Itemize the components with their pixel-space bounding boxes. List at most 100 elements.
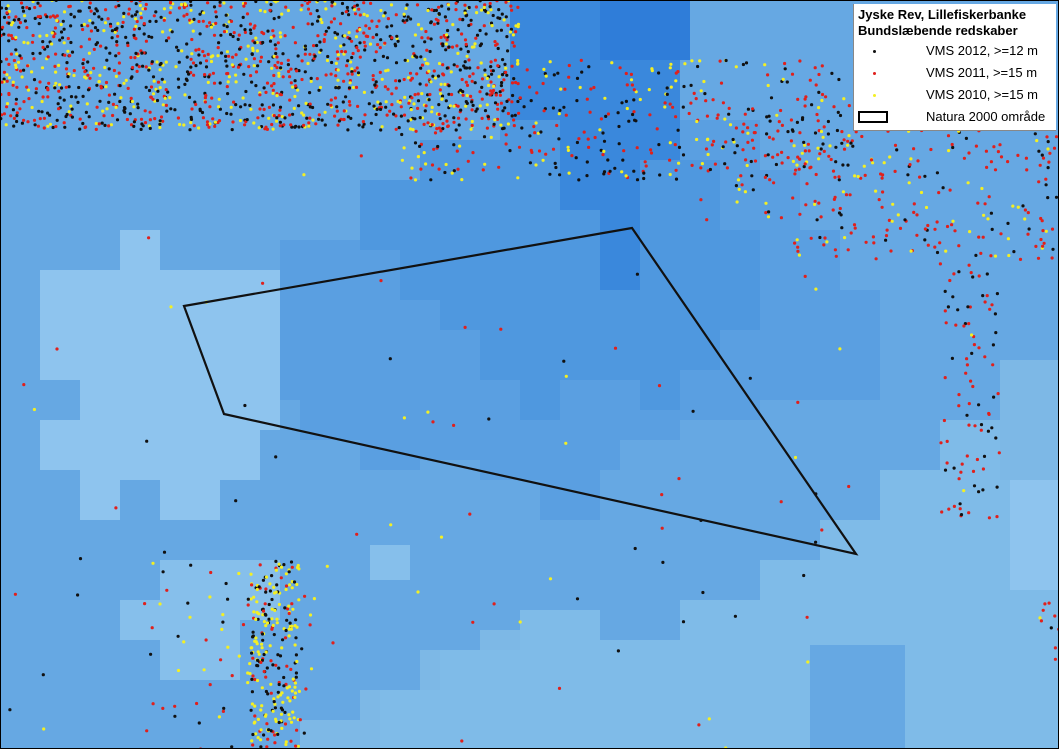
vms-point <box>105 58 109 62</box>
vms-point <box>289 67 293 71</box>
vms-point <box>632 98 636 102</box>
vms-point <box>502 126 506 130</box>
vms-point <box>734 65 738 69</box>
vms-point <box>249 74 253 78</box>
vms-point <box>943 468 948 472</box>
vms-point <box>957 393 961 397</box>
natura-2000-boundary[interactable] <box>182 226 859 556</box>
vms-point <box>253 714 257 718</box>
vms-point <box>346 115 350 119</box>
vms-point <box>67 110 71 114</box>
vms-point <box>330 0 334 4</box>
vms-point <box>443 114 447 118</box>
vms-point <box>817 106 821 110</box>
vms-point <box>734 184 739 188</box>
vms-point <box>482 135 487 139</box>
vms-point <box>830 71 834 75</box>
vms-point <box>793 241 797 245</box>
vms-point <box>297 125 301 129</box>
vms-point <box>38 34 42 38</box>
vms-point <box>819 147 823 151</box>
vms-point <box>120 25 124 29</box>
vms-point <box>987 195 991 199</box>
vms-point <box>496 16 500 20</box>
vms-point <box>259 708 263 712</box>
vms-point <box>860 134 864 139</box>
vms-point <box>279 66 283 70</box>
vms-point <box>46 86 50 90</box>
vms-point <box>238 47 242 51</box>
vms-point <box>211 71 215 75</box>
vms-point <box>198 107 202 111</box>
vms-point <box>32 407 37 412</box>
vms-point <box>273 63 277 68</box>
vms-point <box>236 37 240 42</box>
vms-point <box>70 107 74 111</box>
vms-point <box>809 236 813 240</box>
vms-point <box>846 139 850 143</box>
vms-point <box>488 1 492 6</box>
vms-point <box>772 181 776 185</box>
vms-point <box>362 90 366 94</box>
vms-point <box>606 158 610 162</box>
vms-point <box>38 51 42 55</box>
vms-point <box>307 124 311 128</box>
vms-point <box>182 123 186 127</box>
vms-point <box>273 741 277 745</box>
vms-point <box>500 81 504 85</box>
vms-point <box>433 131 438 135</box>
vms-point <box>274 590 278 594</box>
vms-point <box>348 81 352 85</box>
vms-point <box>132 105 136 109</box>
vms-point <box>385 113 389 117</box>
vms-point <box>294 653 298 657</box>
vms-point <box>53 32 57 36</box>
vms-point <box>707 717 711 721</box>
vms-point <box>311 118 315 122</box>
vms-point <box>248 103 252 107</box>
vms-point <box>129 55 133 60</box>
vms-point <box>566 145 570 149</box>
vms-point <box>254 70 259 74</box>
vms-point <box>469 127 473 131</box>
vms-point <box>493 118 497 122</box>
vms-point <box>413 117 417 121</box>
vms-point <box>226 597 230 601</box>
vms-point <box>1046 196 1050 200</box>
vms-point <box>168 96 172 100</box>
vms-point <box>250 702 254 706</box>
vms-point <box>542 109 546 113</box>
vms-point <box>38 14 42 19</box>
vms-point <box>115 118 120 122</box>
vms-point <box>461 17 465 22</box>
vms-point <box>695 119 699 124</box>
vms-point <box>497 8 501 12</box>
vms-point <box>286 63 290 67</box>
vms-point <box>415 55 419 59</box>
vms-point <box>22 118 26 122</box>
vms-point <box>251 656 255 660</box>
vms-point <box>690 163 694 167</box>
vms-point <box>155 98 160 103</box>
vms-point <box>134 17 138 21</box>
vms-point <box>556 71 560 75</box>
vms-point <box>413 141 418 145</box>
vms-point <box>278 31 282 35</box>
vms-point <box>289 720 294 724</box>
vms-point <box>702 79 706 84</box>
vms-point <box>915 213 919 217</box>
vms-point <box>41 95 45 99</box>
vms-point <box>14 63 18 67</box>
vms-point <box>960 462 964 466</box>
vms-point <box>822 125 826 129</box>
vms-point <box>86 73 90 77</box>
vms-point <box>847 134 851 138</box>
vms-point <box>348 103 352 107</box>
vms-point <box>485 126 489 130</box>
vms-point <box>842 147 847 151</box>
vms-point <box>274 717 278 721</box>
vms-point <box>177 85 181 89</box>
vms-point <box>767 114 771 118</box>
vms-point <box>890 219 894 223</box>
vms-point <box>104 85 108 89</box>
